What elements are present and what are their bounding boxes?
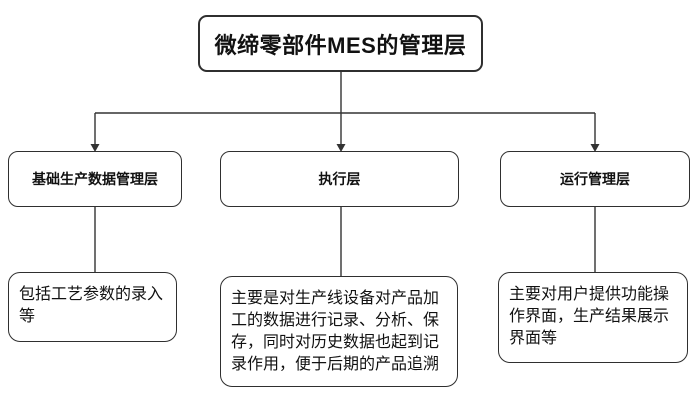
arrowhead-right xyxy=(590,144,600,152)
root-box-management-layer: 微缔零部件MES的管理层 xyxy=(198,15,483,72)
layer-box-label: 运行管理层 xyxy=(560,171,630,187)
root-box-label: 微缔零部件MES的管理层 xyxy=(214,32,467,58)
layer-box-operation-management: 运行管理层 xyxy=(500,151,690,207)
layer-box-label: 执行层 xyxy=(318,171,361,187)
detail-text-line: 包括工艺参数的录入 xyxy=(19,286,164,303)
layer-box-label: 基础生产数据管理层 xyxy=(32,171,158,187)
detail-text-line: 存，同时对历史数据也起到记 xyxy=(231,334,440,351)
arrowhead-center xyxy=(336,144,346,152)
detail-box-operation-management: 主要对用户提供功能操 作界面，生产结果展示 界面等 xyxy=(498,272,688,363)
detail-text-line: 界面等 xyxy=(509,330,558,347)
layer-box-basic-production-data: 基础生产数据管理层 xyxy=(8,151,182,207)
detail-box-execution: 主要是对生产线设备对产品加 工的数据进行记录、分析、保 存，同时对历史数据也起到… xyxy=(220,276,458,387)
arrowhead-left xyxy=(90,144,100,152)
detail-text-line: 录作用，便于后期的产品追溯 xyxy=(231,356,440,373)
detail-text-line: 主要是对生产线设备对产品加 xyxy=(231,290,440,307)
detail-text-line: 主要对用户提供功能操 xyxy=(509,286,670,303)
detail-text-line: 等 xyxy=(19,308,36,325)
detail-text-line: 工的数据进行记录、分析、保 xyxy=(231,312,440,329)
detail-box-basic-production-data: 包括工艺参数的录入 等 xyxy=(8,272,177,342)
layer-box-execution: 执行层 xyxy=(220,151,459,207)
detail-text-line: 作界面，生产结果展示 xyxy=(509,308,670,325)
